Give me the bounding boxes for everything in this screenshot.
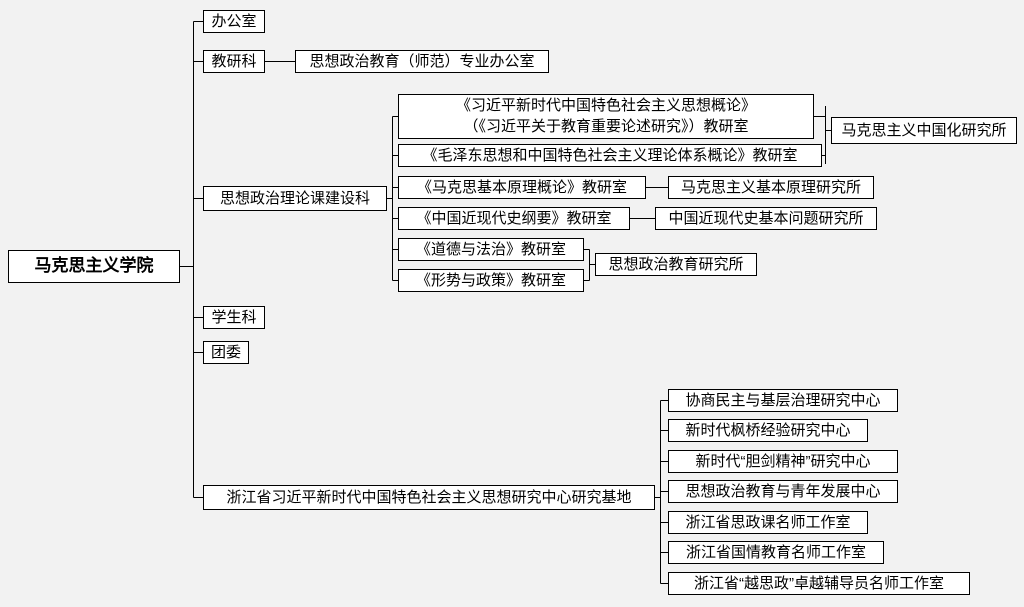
- node-workshop-sizheng-course: 浙江省思政课名师工作室: [668, 511, 868, 534]
- node-workshop-yuesizheng: 浙江省“越思政”卓越辅导员名师工作室: [668, 572, 970, 595]
- node-marx-principles-room: 《马克思基本原理概论》教研室: [398, 176, 646, 199]
- xi-thought-room-line2: （《习近平关于教育重要论述研究》）教研室: [463, 117, 749, 135]
- node-research-base: 浙江省习近平新时代中国特色社会主义思想研究中心研究基地: [203, 485, 655, 510]
- node-center-fengqiao-experience: 新时代枫桥经验研究中心: [668, 419, 868, 442]
- node-center-danjian-spirit: 新时代“胆剑精神”研究中心: [668, 450, 898, 473]
- node-situation-policy-room: 《形势与政策》教研室: [398, 269, 584, 292]
- node-youth-league-committee: 团委: [203, 341, 249, 364]
- node-sinicization-institute: 马克思主义中国化研究所: [831, 117, 1017, 144]
- node-mao-thought-room: 《毛泽东思想和中国特色社会主义理论体系概论》教研室: [398, 144, 822, 167]
- xi-thought-room-line1: 《习近平新时代中国特色社会主义思想概论》: [455, 97, 756, 115]
- node-morality-law-room: 《道德与法治》教研室: [398, 238, 584, 261]
- node-root: 马克思主义学院: [8, 250, 180, 283]
- node-workshop-national-conditions: 浙江省国情教育名师工作室: [668, 541, 884, 564]
- node-center-youth-development: 思想政治教育与青年发展中心: [668, 480, 898, 503]
- node-student-section: 学生科: [203, 306, 265, 329]
- node-ideological-education-institute: 思想政治教育研究所: [595, 253, 757, 276]
- node-center-consultative-democracy: 协商民主与基层治理研究中心: [668, 389, 898, 412]
- node-modern-history-institute: 中国近现代史基本问题研究所: [655, 207, 877, 230]
- node-xi-thought-room: 《习近平新时代中国特色社会主义思想概论》 （《习近平关于教育重要论述研究》）教研…: [398, 94, 814, 139]
- node-modern-history-room: 《中国近现代史纲要》教研室: [398, 207, 630, 230]
- node-basic-principles-institute: 马克思主义基本原理研究所: [668, 176, 874, 199]
- node-office: 办公室: [203, 10, 265, 33]
- node-teaching-research-section: 教研科: [203, 50, 265, 73]
- node-course-construction-section: 思想政治理论课建设科: [203, 186, 387, 211]
- node-normal-major-office: 思想政治教育（师范）专业办公室: [295, 50, 549, 73]
